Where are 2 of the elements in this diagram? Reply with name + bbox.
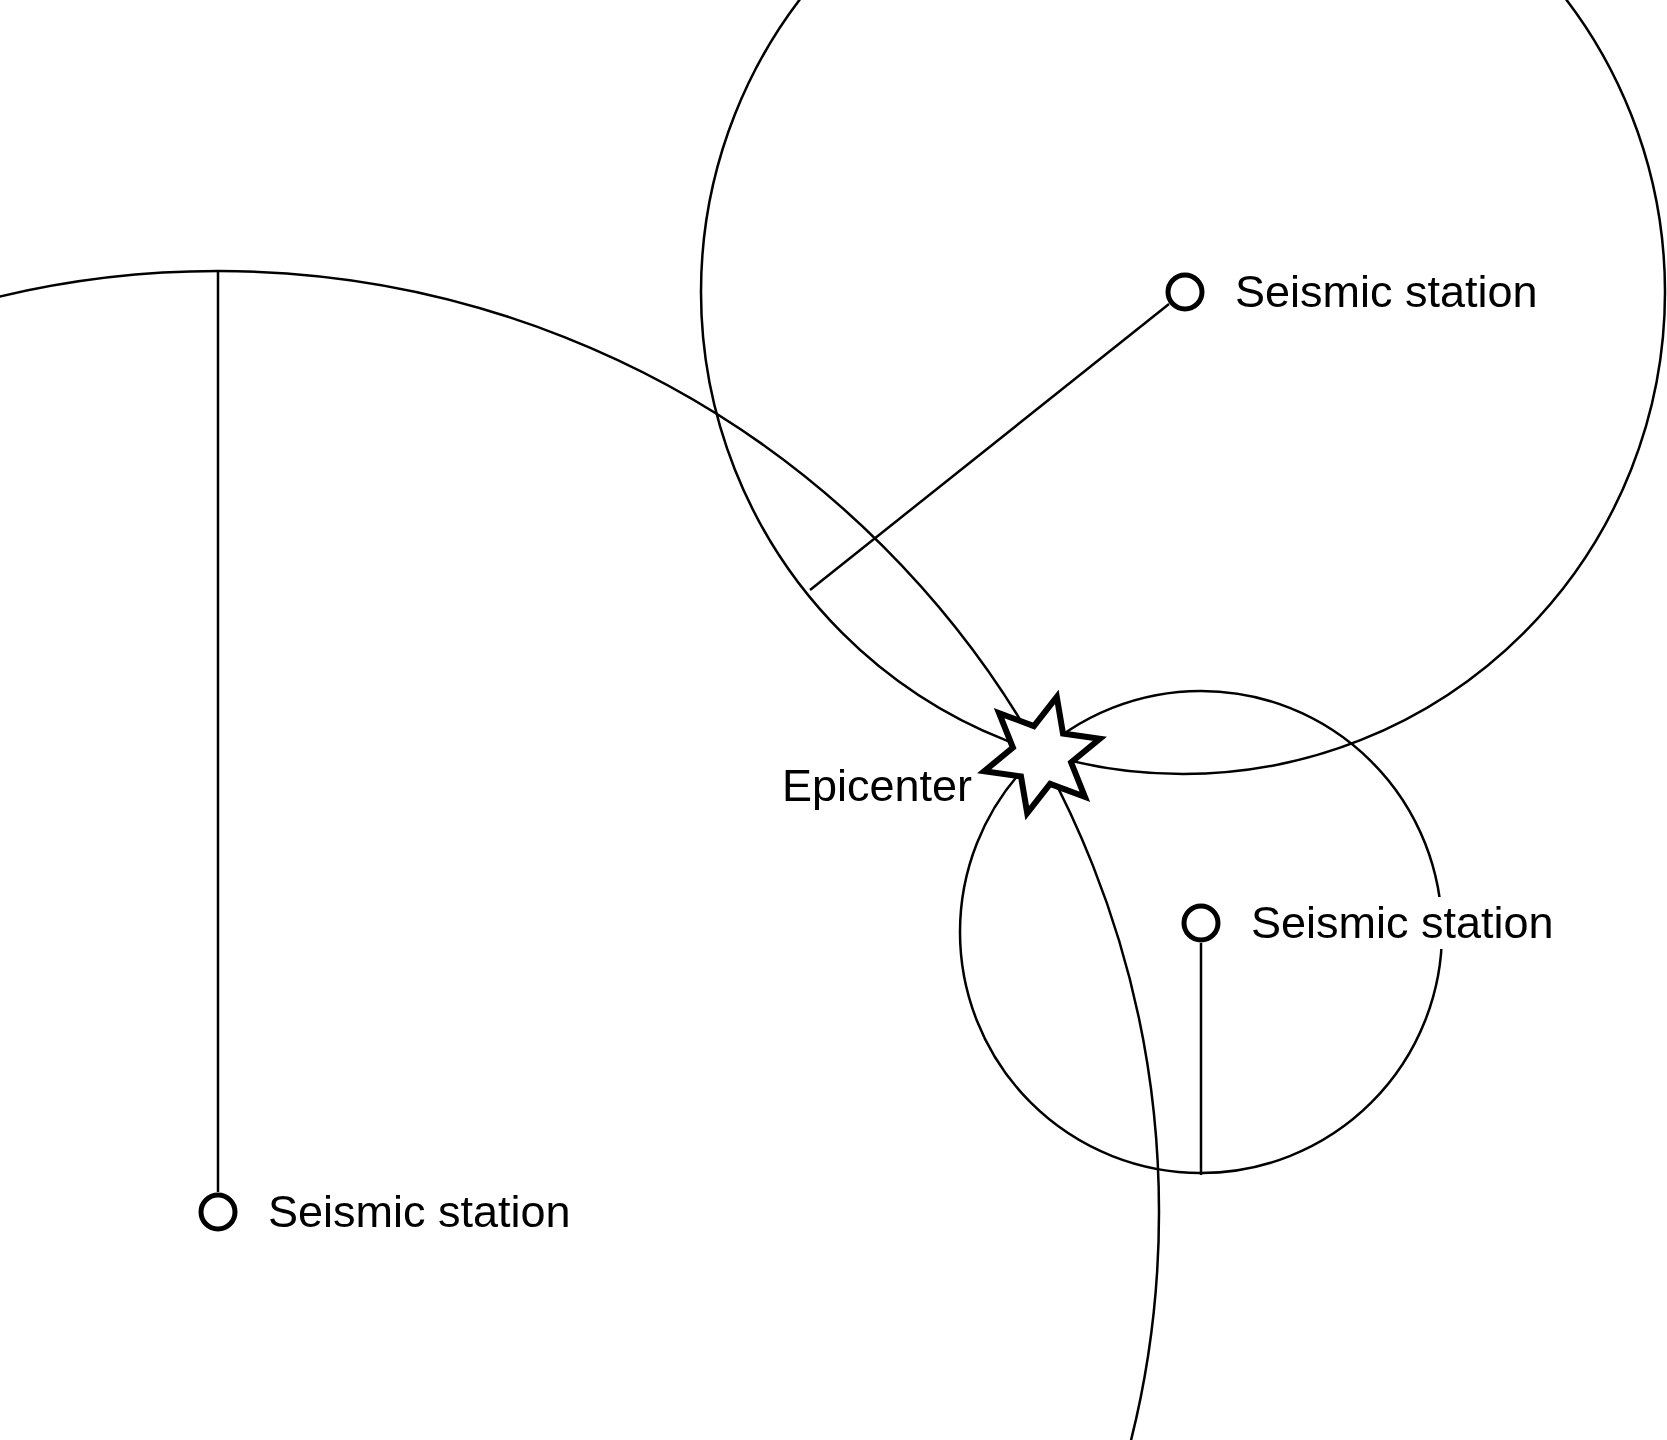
station-label: Seismic station [1251, 897, 1554, 949]
epicenter-label: Epicenter [781, 760, 972, 812]
